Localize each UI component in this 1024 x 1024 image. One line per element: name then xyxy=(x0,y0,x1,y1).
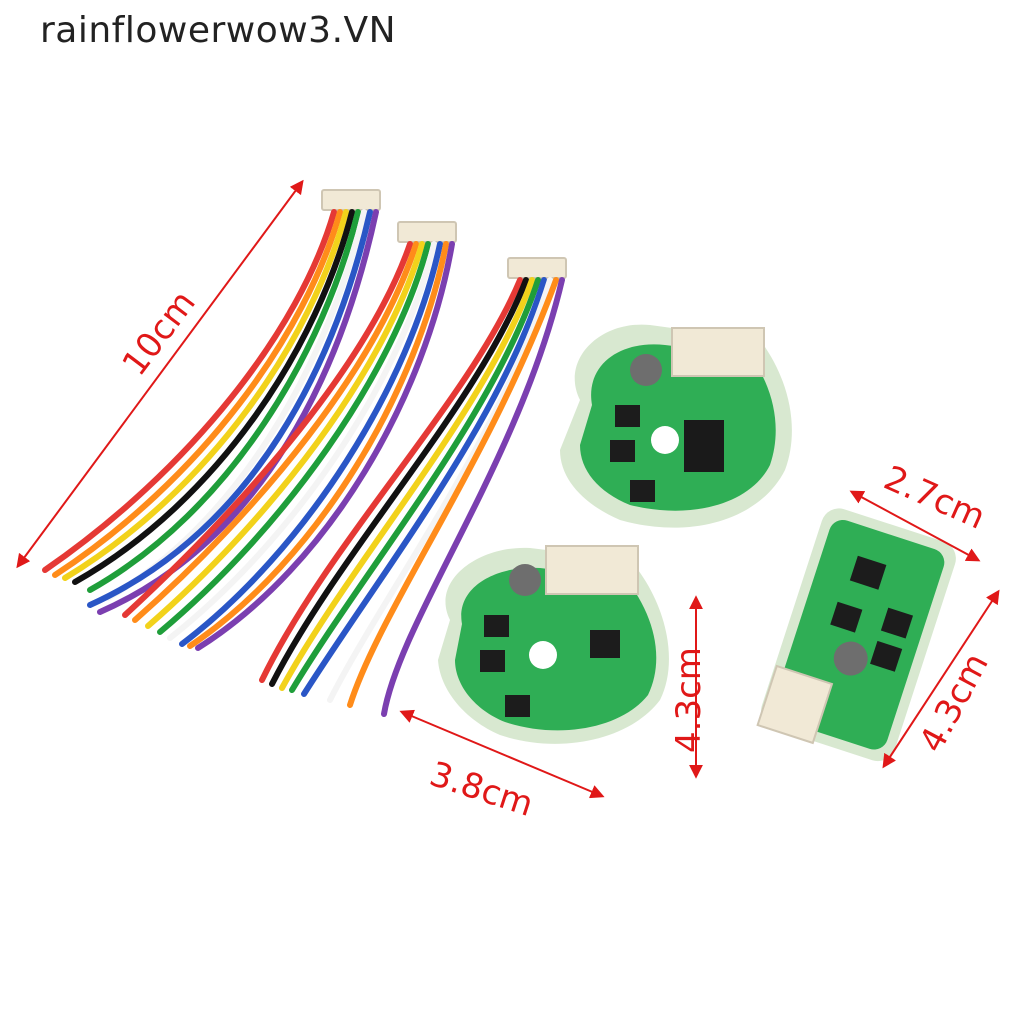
connector-board-3 xyxy=(756,664,834,745)
capacitor-2 xyxy=(509,564,541,596)
pcb-board-round-bottom xyxy=(438,545,669,744)
chip-2d xyxy=(590,630,620,658)
chip-1a xyxy=(615,405,640,427)
dimension-arrow-rect-width xyxy=(849,490,981,562)
dimension-round-height: 4.3cm xyxy=(669,595,709,779)
chip-1b xyxy=(610,440,635,462)
connector-2 xyxy=(397,221,457,243)
capacitor-1 xyxy=(630,354,662,386)
chip-2b xyxy=(480,650,505,672)
round-width-label: 3.8cm xyxy=(425,754,538,825)
chip-1c xyxy=(630,480,655,502)
dimension-arrow-round-width xyxy=(399,709,605,799)
wire-harness-3 xyxy=(259,257,567,717)
wires-3 xyxy=(259,277,565,717)
capacitor-3 xyxy=(833,641,868,676)
chip-2c xyxy=(505,695,530,717)
connector-1 xyxy=(321,189,381,211)
center-hole-2 xyxy=(529,641,557,669)
watermark-text: rainflowerwow3.VN xyxy=(40,10,397,51)
chip-2a xyxy=(484,615,509,637)
dimension-arrow-cable xyxy=(16,179,304,569)
connector-board-1 xyxy=(671,327,765,377)
connector-3 xyxy=(507,257,567,279)
center-hole-1 xyxy=(651,426,679,454)
chip-3d xyxy=(830,601,863,633)
pcb-board-round-top xyxy=(560,324,792,528)
connector-board-2 xyxy=(545,545,639,595)
socket-1 xyxy=(684,420,724,472)
round-height-label: 4.3cm xyxy=(669,647,709,753)
chip-3a xyxy=(849,555,887,590)
dimension-arrow-rect-height xyxy=(882,589,1000,769)
